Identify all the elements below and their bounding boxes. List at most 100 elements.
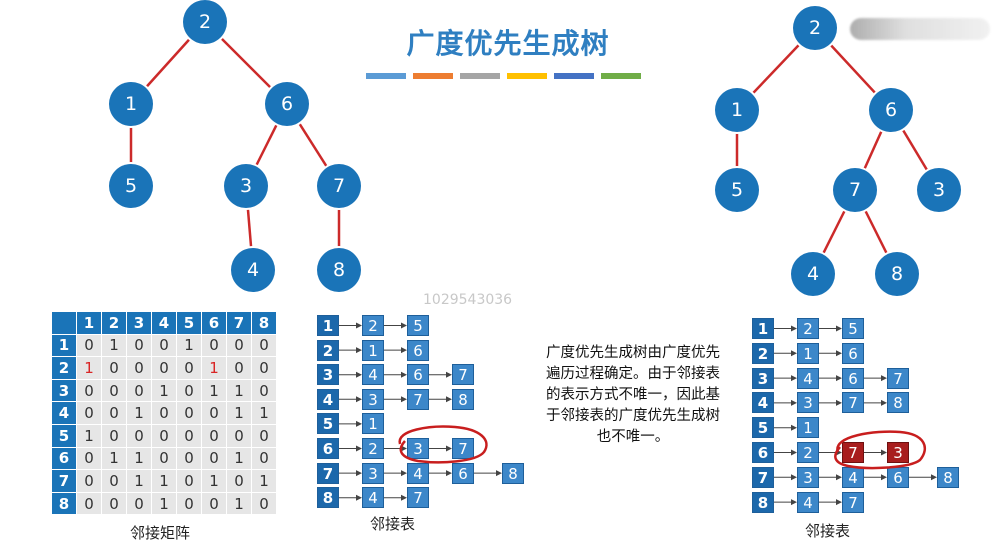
list-head-cell: 4 bbox=[752, 392, 774, 414]
list-head-cell: 2 bbox=[317, 339, 339, 361]
list-node-cell: 2 bbox=[797, 442, 819, 463]
list-node-cell: 6 bbox=[407, 364, 429, 386]
matrix-row-header: 3 bbox=[52, 379, 77, 403]
list-node-cell: 3 bbox=[362, 388, 384, 410]
matrix-col-header: 7 bbox=[226, 312, 252, 335]
list-node-cell: 2 bbox=[797, 318, 819, 339]
matrix-cell: 1 bbox=[126, 447, 152, 471]
list-node-cell: 7 bbox=[842, 491, 864, 513]
matrix-cell: 0 bbox=[201, 447, 227, 471]
list-node-cell: 7 bbox=[842, 392, 864, 414]
matrix-cell: 0 bbox=[76, 492, 102, 516]
right-node: 8 bbox=[875, 252, 919, 296]
matrix-cell: 0 bbox=[226, 334, 252, 358]
matrix-cell: 1 bbox=[226, 447, 252, 471]
matrix-cell: 0 bbox=[176, 447, 202, 471]
matrix-row-header: 2 bbox=[52, 356, 77, 380]
matrix-header-row: 1 2 3 4 5 6 7 8 bbox=[52, 312, 277, 335]
matrix-cell: 0 bbox=[101, 492, 127, 516]
matrix-cell: 0 bbox=[126, 356, 152, 380]
list-head-cell: 1 bbox=[317, 315, 339, 336]
matrix-caption: 邻接矩阵 bbox=[130, 524, 191, 542]
matrix-row-header: 5 bbox=[52, 424, 77, 448]
page-title: 广度优先生成树 bbox=[406, 27, 610, 60]
left-node: 6 bbox=[265, 82, 309, 126]
list-node-cell: 7 bbox=[842, 442, 864, 463]
list-node-cell: 4 bbox=[797, 367, 819, 389]
list-node-cell: 1 bbox=[362, 339, 384, 361]
list-node-cell: 3 bbox=[797, 466, 819, 488]
matrix-cell: 0 bbox=[76, 379, 102, 403]
list-node-cell: 8 bbox=[887, 392, 909, 414]
right-node: 3 bbox=[917, 168, 961, 212]
matrix-cell: 0 bbox=[76, 469, 102, 493]
list-node-cell: 3 bbox=[887, 442, 909, 463]
left-node: 1 bbox=[109, 82, 153, 126]
matrix-cell: 0 bbox=[251, 356, 277, 380]
list-node-cell: 3 bbox=[362, 462, 384, 484]
description-line: 的表示方式不唯一，因此基 bbox=[546, 387, 720, 403]
matrix-row-header: 1 bbox=[52, 334, 77, 358]
left-node: 4 bbox=[231, 248, 275, 292]
list-node-cell: 1 bbox=[797, 342, 819, 364]
list-head-cell: 5 bbox=[752, 417, 774, 439]
matrix-col-header: 1 bbox=[76, 312, 102, 335]
matrix-cell: 0 bbox=[251, 334, 277, 358]
matrix-cell: 0 bbox=[151, 447, 177, 471]
matrix-cell: 0 bbox=[176, 379, 202, 403]
matrix-cell: 0 bbox=[201, 334, 227, 358]
matrix-col-header: 3 bbox=[126, 312, 152, 335]
matrix-cell: 0 bbox=[101, 379, 127, 403]
left-node: 2 bbox=[183, 0, 227, 44]
matrix-cell: 0 bbox=[176, 424, 202, 448]
matrix-cell: 0 bbox=[76, 401, 102, 425]
matrix-cell: 1 bbox=[101, 447, 127, 471]
matrix-cell: 0 bbox=[226, 356, 252, 380]
right-node: 5 bbox=[715, 168, 759, 212]
list-node-cell: 4 bbox=[797, 491, 819, 513]
list-node-cell: 2 bbox=[362, 438, 384, 459]
list-node-cell: 4 bbox=[407, 462, 429, 484]
description-line: 遍历过程确定。由于邻接表 bbox=[546, 366, 720, 382]
list-node-cell: 8 bbox=[452, 388, 474, 410]
list-node-cell: 7 bbox=[887, 367, 909, 389]
matrix-col-header: 2 bbox=[101, 312, 127, 335]
matrix-cell: 0 bbox=[151, 401, 177, 425]
matrix-cell: 0 bbox=[101, 401, 127, 425]
matrix-cell: 0 bbox=[126, 492, 152, 516]
list-node-cell: 8 bbox=[502, 462, 524, 484]
matrix-cell: 1 bbox=[176, 334, 202, 358]
list-node-cell: 3 bbox=[407, 438, 429, 459]
matrix-cell: 1 bbox=[151, 379, 177, 403]
matrix-cell: 1 bbox=[226, 401, 252, 425]
list-head-cell: 1 bbox=[752, 318, 774, 339]
matrix-cell: 1 bbox=[76, 356, 102, 380]
stripe-2 bbox=[413, 73, 453, 79]
list-head-cell: 4 bbox=[317, 388, 339, 410]
list-node-cell: 4 bbox=[362, 364, 384, 386]
left-node: 8 bbox=[317, 248, 361, 292]
list-head-cell: 5 bbox=[317, 413, 339, 435]
matrix-row-header: 8 bbox=[52, 492, 77, 516]
matrix-cell: 0 bbox=[201, 492, 227, 516]
matrix-cell: 0 bbox=[251, 379, 277, 403]
matrix-cell: 0 bbox=[201, 401, 227, 425]
list-head-cell: 3 bbox=[752, 367, 774, 389]
right-node: 6 bbox=[869, 88, 913, 132]
matrix-row-header: 4 bbox=[52, 401, 77, 425]
stripe-5 bbox=[554, 73, 594, 79]
matrix-cell: 1 bbox=[126, 401, 152, 425]
stripe-3 bbox=[460, 73, 500, 79]
matrix-col-header: 6 bbox=[201, 312, 227, 335]
list-node-cell: 7 bbox=[407, 487, 429, 509]
matrix-col-header: 4 bbox=[151, 312, 177, 335]
list-head-cell: 3 bbox=[317, 364, 339, 386]
list-node-cell: 7 bbox=[407, 388, 429, 410]
list-head-cell: 8 bbox=[317, 487, 339, 509]
matrix-cell: 0 bbox=[126, 334, 152, 358]
description-line: 于邻接表的广度优先生成树 bbox=[546, 408, 720, 424]
